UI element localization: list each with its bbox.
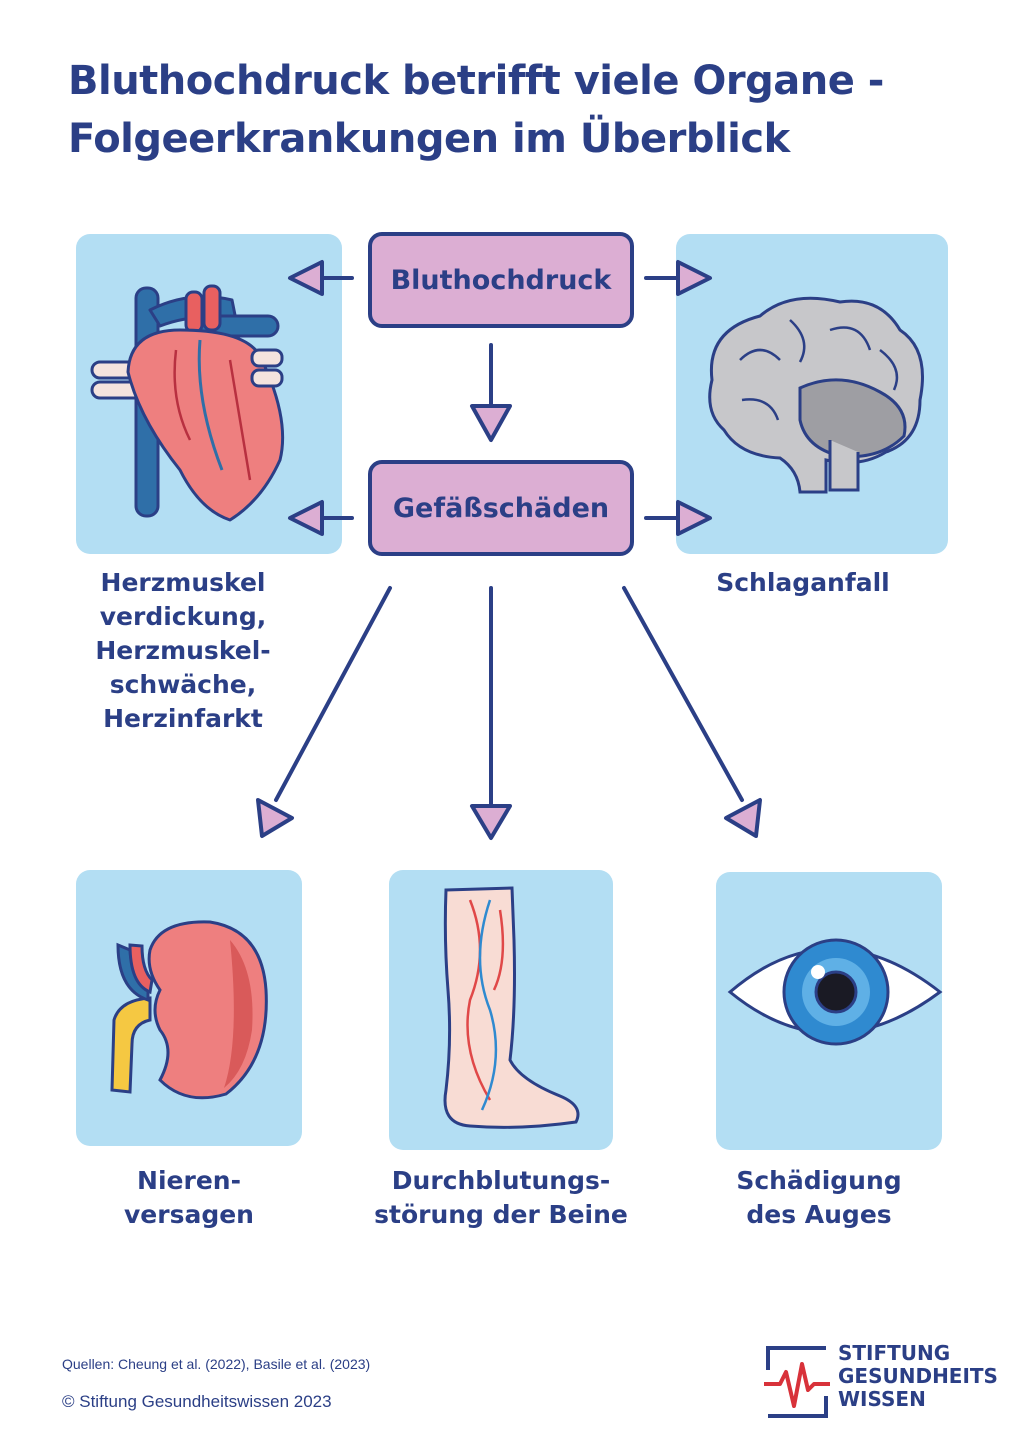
label-heart-line-2: verdickung, — [99, 602, 267, 631]
label-heart-line-5: Herzinfarkt — [103, 704, 263, 733]
arrowhead-mid-right — [676, 500, 712, 536]
label-kidney: Nieren- versagen — [76, 1164, 302, 1232]
label-kidney-line-2: versagen — [124, 1200, 254, 1229]
label-leg-line-2: störung der Beine — [374, 1200, 628, 1229]
label-heart-line-4: schwäche, — [109, 670, 257, 699]
label-heart-line-3: Herzmuskel- — [95, 636, 271, 665]
label-brain: Schlaganfall — [716, 568, 890, 597]
logo-line-2: GESUNDHEITS — [838, 1364, 998, 1388]
footer-copyright: © Stiftung Gesundheitswissen 2023 — [62, 1392, 332, 1411]
title-line-1: Bluthochdruck betrifft viele Organe - — [68, 58, 884, 104]
kidney-illustration — [110, 920, 268, 1100]
arrowhead-to-kidney — [256, 798, 294, 838]
label-leg: Durchblutungs- störung der Beine — [361, 1164, 641, 1232]
arrowhead-to-leg — [470, 804, 512, 840]
label-kidney-line-1: Nieren- — [137, 1166, 241, 1195]
page-title: Bluthochdruck betrifft viele Organe - Fo… — [68, 52, 998, 168]
logo-line-1: STIFTUNG — [838, 1341, 951, 1365]
eye-illustration — [727, 938, 943, 1046]
label-leg-line-1: Durchblutungs- — [391, 1166, 611, 1195]
arrowhead-top-left — [288, 260, 324, 296]
arrowhead-mid-left — [288, 500, 324, 536]
arrow-line-to-eye — [622, 586, 744, 802]
box-gefaessschaeden: Gefäßschäden — [368, 460, 634, 556]
title-line-2: Folgeerkrankungen im Überblick — [68, 116, 790, 162]
logo-icon — [764, 1346, 830, 1418]
brain-illustration — [708, 296, 924, 494]
arrowhead-to-eye — [724, 798, 762, 838]
arrowhead-vertical — [470, 404, 512, 442]
label-heart-line-1: Herzmuskel — [100, 568, 266, 597]
leg-illustration — [443, 886, 580, 1129]
label-eye: Schädigung des Auges — [704, 1164, 934, 1232]
label-eye-line-2: des Auges — [746, 1200, 892, 1229]
logo-wordmark: STIFTUNG GESUNDHEITS WISSEN — [838, 1342, 998, 1411]
box-bluthochdruck: Bluthochdruck — [368, 232, 634, 328]
label-eye-line-1: Schädigung — [736, 1166, 902, 1195]
heart-illustration — [90, 284, 285, 522]
logo-line-3: WISSEN — [838, 1387, 926, 1411]
label-heart: Herzmuskel verdickung, Herzmuskel- schwä… — [70, 566, 296, 736]
footer-sources: Quellen: Cheung et al. (2022), Basile et… — [62, 1356, 371, 1372]
arrowhead-top-right — [676, 260, 712, 296]
arrow-line-to-kidney — [274, 586, 392, 802]
